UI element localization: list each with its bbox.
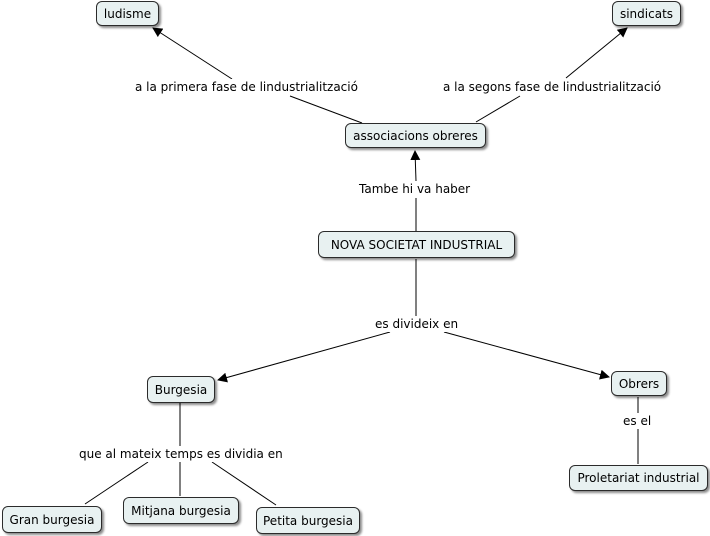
edge-es-divideix-to-burgesia (217, 331, 391, 383)
link-label-segons-fase: a la segons fase de lindustrialització (441, 79, 664, 95)
link-label-primera-fase: a la primera fase de lindustrialització (133, 79, 360, 95)
edge-primera-fase-to-ludisme (152, 27, 233, 80)
node-burgesia[interactable]: Burgesia (147, 376, 215, 403)
node-petita-burgesia[interactable]: Petita burgesia (256, 507, 360, 534)
link-label-tambe: Tambe hi va haber (357, 181, 473, 197)
node-nova-societat-industrial[interactable]: NOVA SOCIETAT INDUSTRIAL (318, 231, 515, 258)
node-sindicats[interactable]: sindicats (612, 1, 681, 26)
edge-associacions-to-segons-fase (475, 95, 521, 123)
edge-que-al-mateix-to-gran (84, 461, 149, 505)
edge-que-al-mateix-to-petita (211, 461, 277, 506)
node-associacions-obreres[interactable]: associacions obreres (345, 123, 486, 148)
node-ludisme[interactable]: ludisme (96, 1, 159, 26)
node-proletariat-industrial[interactable]: Proletariat industrial (569, 465, 708, 491)
node-mitjana-burgesia[interactable]: Mitjana burgesia (123, 497, 239, 524)
link-label-que-al-mateix: que al mateix temps es dividia en (77, 446, 285, 462)
link-label-es-divideix: es divideix en (373, 316, 461, 332)
link-label-es-el: es el (621, 413, 654, 429)
edge-tambe-to-associacions (410, 150, 421, 182)
node-gran-burgesia[interactable]: Gran burgesia (2, 506, 102, 533)
node-obrers[interactable]: Obrers (611, 371, 667, 396)
edge-segons-fase-to-sindicats (565, 27, 628, 79)
edge-associacions-to-primera-fase (289, 95, 363, 124)
edge-es-divideix-to-obrers (443, 331, 610, 380)
